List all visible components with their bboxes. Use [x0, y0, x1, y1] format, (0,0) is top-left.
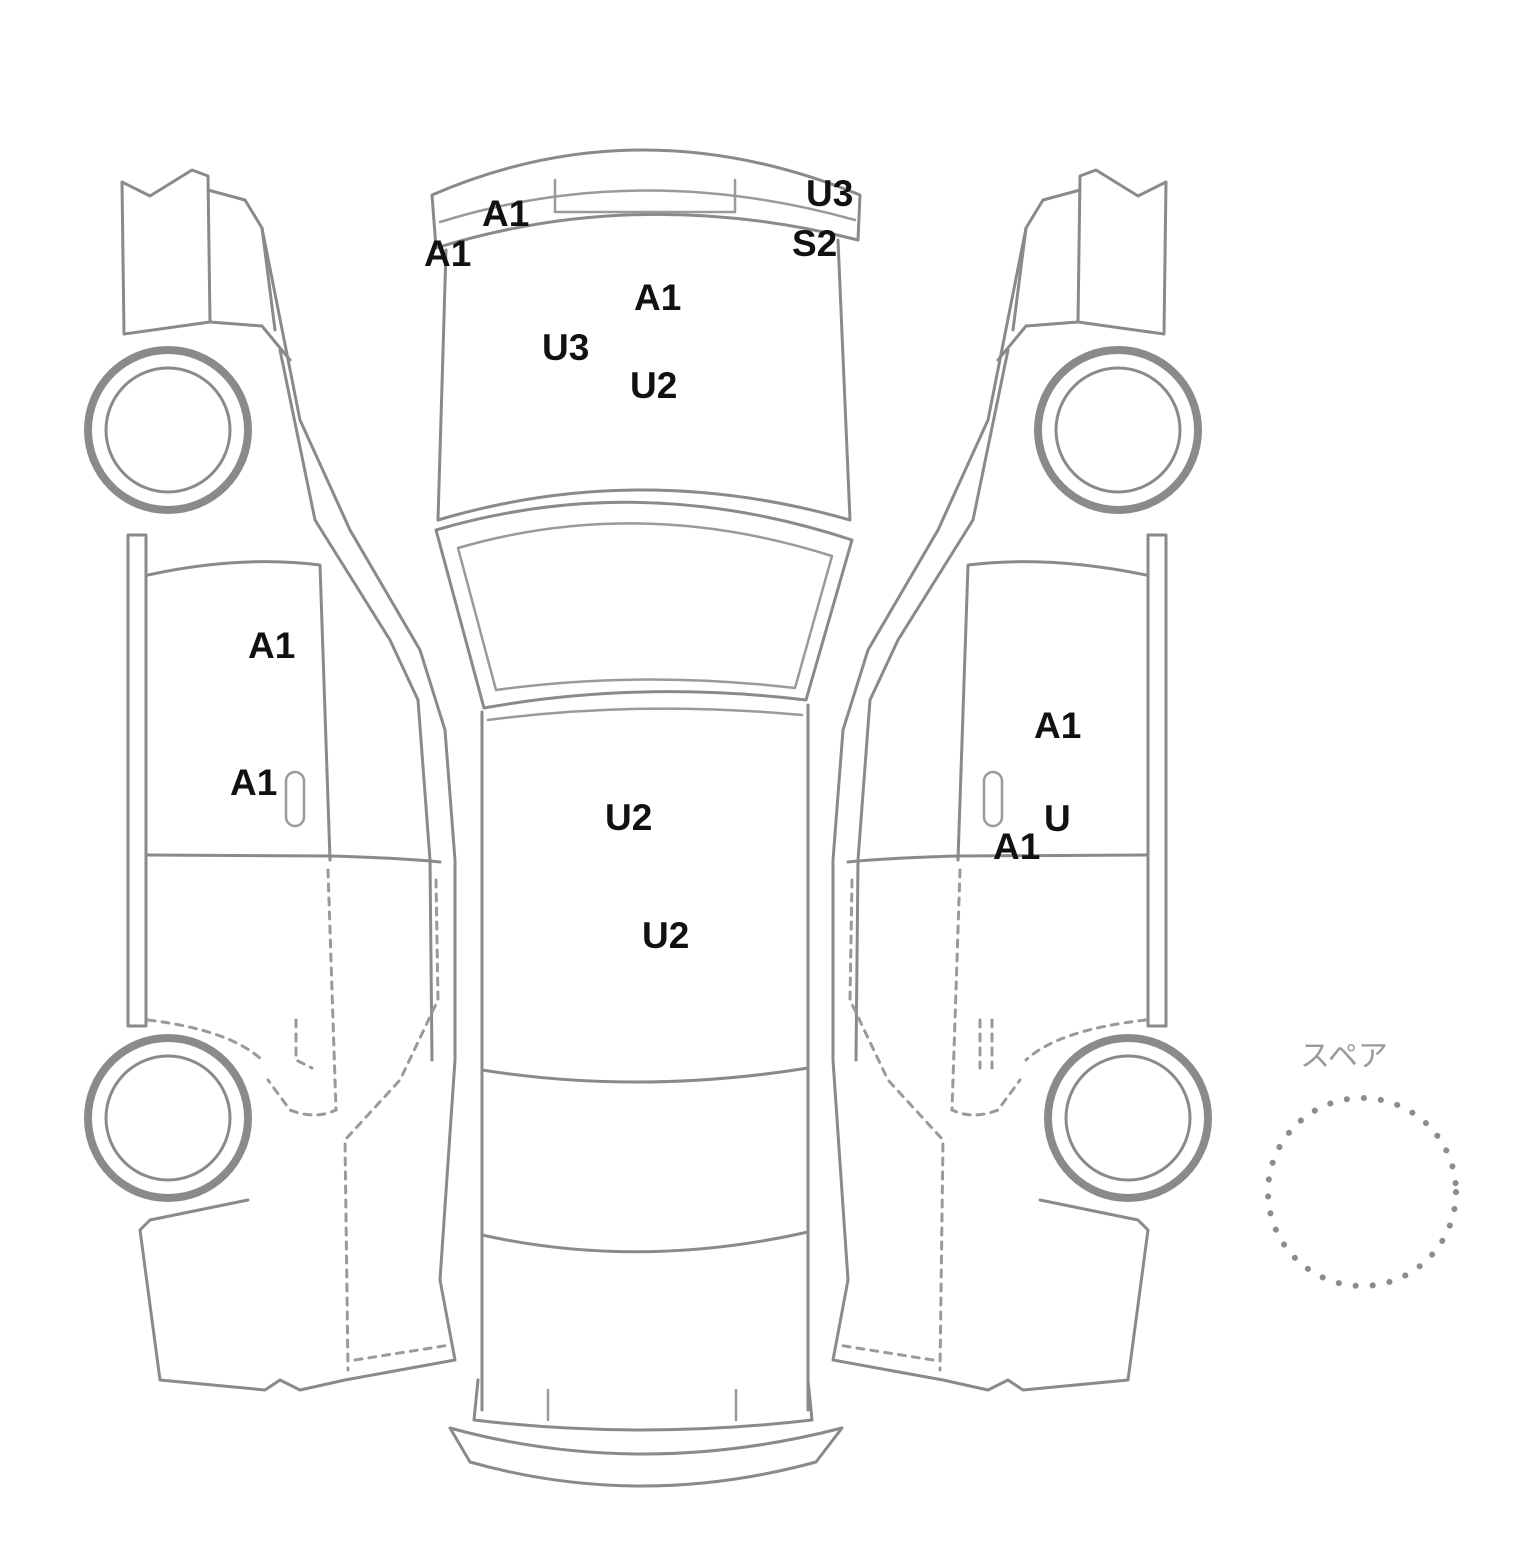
- code-right-front-door-upper: A1: [1034, 705, 1081, 746]
- right-front-wheel: [1034, 346, 1202, 514]
- windshield: [434, 500, 854, 710]
- code-left-front-door-lower: A1: [230, 762, 277, 803]
- roof-sides: [480, 703, 810, 1412]
- code-front-bumper-right-lower: S2: [792, 223, 837, 264]
- damage-codes: A1 A1 U3 S2 A1 U3 U2 U2 U2 A1 A1 A1 A1 U: [230, 173, 1081, 956]
- code-right-front-door-u: U: [1044, 798, 1071, 839]
- left-door-handle: [284, 770, 306, 828]
- left-rear-wheel: [84, 1034, 252, 1202]
- spare-label: スペア: [1300, 1039, 1388, 1074]
- code-front-bumper-left-inner: A1: [482, 193, 529, 234]
- spare-tire: スペア: [1265, 1039, 1459, 1289]
- left-front-wheel: [84, 346, 252, 514]
- right-side-view: [831, 168, 1212, 1392]
- code-left-front-door-upper: A1: [248, 625, 295, 666]
- right-door-handle: [982, 770, 1004, 828]
- code-right-front-door-lower: A1: [993, 826, 1040, 867]
- rear-window-line: [480, 1066, 810, 1084]
- right-rear-wheel: [1044, 1034, 1212, 1202]
- code-roof-front: U2: [605, 797, 652, 838]
- code-hood-center: U2: [630, 365, 677, 406]
- code-roof-rear: U2: [642, 915, 689, 956]
- code-hood-top: A1: [634, 277, 681, 318]
- rear-bumper: [448, 1426, 844, 1488]
- code-front-bumper-left-outer: A1: [424, 233, 471, 274]
- trunk-line: [480, 1230, 810, 1254]
- front-bumper: [430, 148, 862, 250]
- code-hood-left: U3: [542, 327, 589, 368]
- top-view: [430, 148, 862, 1488]
- spare-tire-circle: [1265, 1095, 1459, 1289]
- left-side-view: [84, 168, 457, 1392]
- code-front-bumper-right-upper: U3: [806, 173, 853, 214]
- hood: [436, 238, 852, 522]
